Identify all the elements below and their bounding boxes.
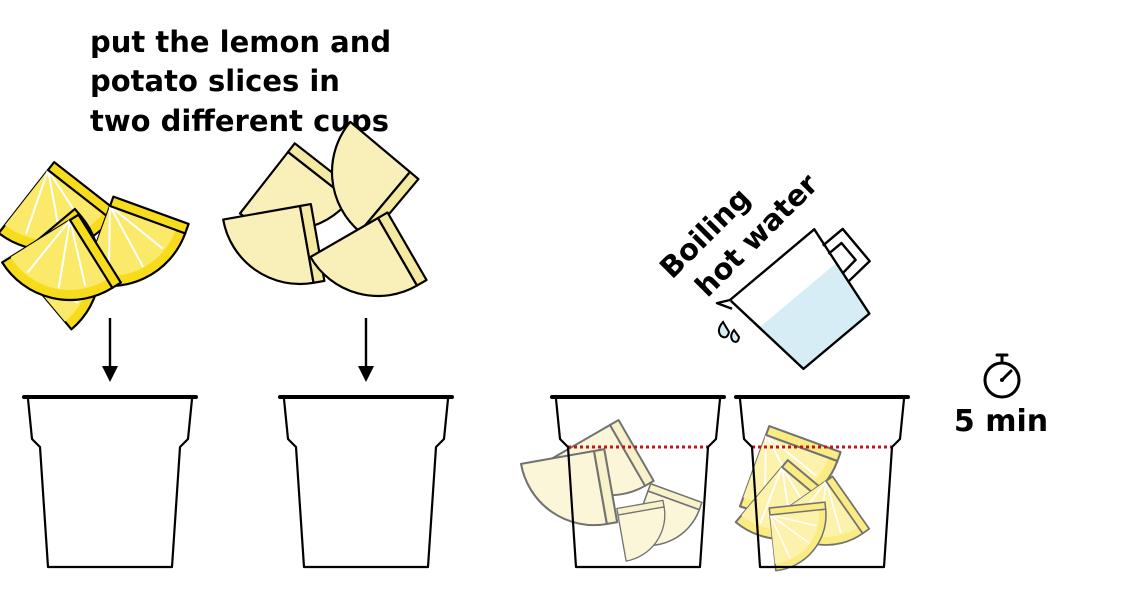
instruction-text: put the lemon and potato slices in two d… xyxy=(90,25,391,138)
stopwatch-icon xyxy=(983,353,1021,399)
instruction-line-2: potato slices in xyxy=(90,64,340,98)
cup-potato-in-water xyxy=(519,395,726,569)
arrow-down-icon xyxy=(358,318,374,382)
timer-label: 5 min xyxy=(954,404,1048,439)
arrow-down-icon xyxy=(102,318,118,382)
pitcher-icon xyxy=(715,227,871,371)
water-label: Boiling hot water xyxy=(653,167,825,304)
lemon-slices xyxy=(0,161,190,332)
cup-lemon-in-water xyxy=(734,395,910,572)
instruction-line-3: two different cups xyxy=(90,104,389,138)
water-drops-icon xyxy=(717,320,741,343)
potato-slices xyxy=(222,120,428,326)
instruction-line-1: put the lemon and xyxy=(90,25,391,59)
empty-cup-lemon xyxy=(22,395,198,569)
empty-cup-potato xyxy=(278,395,454,569)
